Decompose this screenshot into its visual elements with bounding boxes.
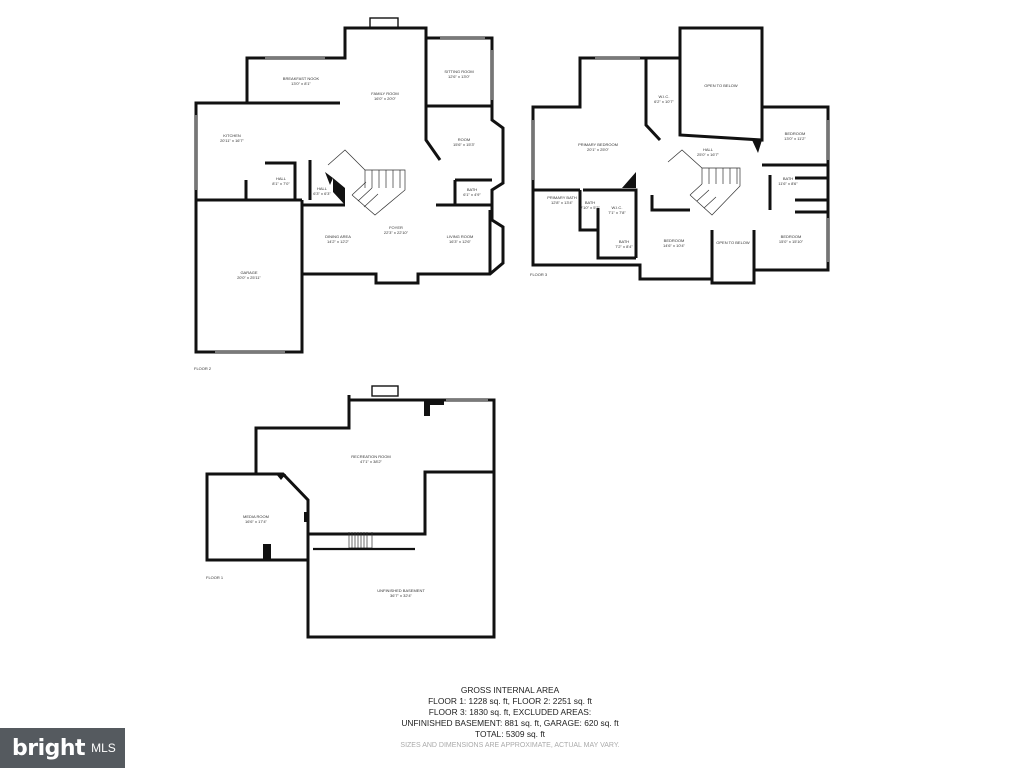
area-summary-heading: GROSS INTERNAL AREA <box>460 685 560 695</box>
room-dims-bedroom-2: 14'6" x 10'4" <box>663 243 686 248</box>
room-name-breakfast-nook: BREAKFAST NOOK <box>283 76 320 81</box>
room-name-bath-f2: BATH <box>467 187 477 192</box>
room-name-media-room: MEDIA ROOM <box>243 514 269 519</box>
room-dims-living-room: 16'3" x 12'6" <box>449 239 472 244</box>
area-summary-line-2: FLOOR 3: 1830 sq. ft, EXCLUDED AREAS: <box>428 707 592 717</box>
fireplace-icon <box>371 385 399 397</box>
room-name-hall-f3: HALL <box>703 147 714 152</box>
room-dims-garage: 20'0" x 25'11" <box>237 275 261 280</box>
room-name-open-below-2: OPEN TO BELOW <box>716 240 750 245</box>
room-dims-bath-f2: 6'1" x 4'9" <box>463 192 481 197</box>
room-dims-foyer: 22'3" x 22'10" <box>384 230 409 235</box>
area-summary: GROSS INTERNAL AREA FLOOR 1: 1228 sq. ft… <box>360 685 660 751</box>
room-name-bedroom-1: BEDROOM <box>785 131 806 136</box>
room-name-living-room: LIVING ROOM <box>447 234 474 239</box>
room-dims-kitchen: 20'11" x 16'7" <box>220 138 244 143</box>
room-name-recreation-room: RECREATION ROOM <box>351 454 390 459</box>
room-dims-bath-f3b: 2'10" x 5'2" <box>580 205 600 210</box>
room-name-wic-2: W.I.C. <box>612 205 623 210</box>
bright-mls-logo: bright MLS <box>0 728 125 768</box>
room-dims-bath-f3c: 7'2" x 8'4" <box>615 244 633 249</box>
room-dims-primary-bedroom: 20'1" x 25'0" <box>587 147 610 152</box>
room-dims-sitting-room: 12'6" x 13'0" <box>448 74 471 79</box>
staircase-icon <box>667 149 741 216</box>
room-name-bedroom-2: BEDROOM <box>664 238 685 243</box>
logo-suffix: MLS <box>91 741 116 755</box>
floor-label-2: FLOOR 2 <box>194 366 212 371</box>
area-summary-line-4: TOTAL: 5309 sq. ft <box>475 729 545 739</box>
room-name-kitchen: KITCHEN <box>223 133 241 138</box>
room-name-bath-f3c: BATH <box>619 239 629 244</box>
area-summary-note: SIZES AND DIMENSIONS ARE APPROXIMATE, AC… <box>400 742 620 749</box>
staircase-icon <box>327 149 406 216</box>
room-dims-family-room: 16'0" x 20'0" <box>374 96 397 101</box>
floor-label-3: FLOOR 3 <box>530 272 548 277</box>
room-dims-primary-bath: 12'8" x 13'4" <box>551 200 574 205</box>
room-name-room: ROOM <box>458 137 470 142</box>
room-name-bath-f3a: BATH <box>783 176 793 181</box>
floor-3-plan: OPEN TO BELOW W.I.C. 6'2" x 10'7" PRIMAR… <box>530 26 830 285</box>
room-name-bedroom-3: BEDROOM <box>781 234 802 239</box>
room-dims-bath-f3a: 11'6" x 8'6" <box>778 181 798 186</box>
room-name-hall-a: HALL <box>276 176 287 181</box>
room-name-primary-bath: PRIMARY BATH <box>547 195 577 200</box>
floor-label-1: FLOOR 1 <box>206 575 224 580</box>
room-name-unfinished-basement: UNFINISHED BASEMENT <box>377 588 425 593</box>
room-name-sitting-room: SITTING ROOM <box>444 69 473 74</box>
room-name-hall-b: HALL <box>317 186 328 191</box>
area-summary-line-1: FLOOR 1: 1228 sq. ft, FLOOR 2: 2251 sq. … <box>428 696 592 706</box>
room-dims-bedroom-1: 13'0" x 11'2" <box>784 136 806 141</box>
area-summary-line-3: UNFINISHED BASEMENT: 881 sq. ft, GARAGE:… <box>401 718 619 728</box>
floor-2-plan: BREAKFAST NOOK 13'0" x 8'1" FAMILY ROOM … <box>194 17 505 371</box>
room-dims-room: 15'6" x 15'3" <box>453 142 476 147</box>
room-name-wic-1: W.I.C. <box>659 94 670 99</box>
room-dims-hall-a: 8'1" x 7'0" <box>272 181 290 186</box>
room-dims-hall-b: 6'3" x 6'3" <box>313 191 331 196</box>
room-dims-wic-2: 7'1" x 7'8" <box>608 210 626 215</box>
room-dims-hall-f3: 25'0" x 16'7" <box>697 152 720 157</box>
room-dims-wic-1: 6'2" x 10'7" <box>654 99 674 104</box>
fireplace-icon <box>369 17 399 29</box>
logo-word: bright <box>12 735 86 761</box>
room-name-foyer: FOYER <box>389 225 403 230</box>
room-name-primary-bedroom: PRIMARY BEDROOM <box>578 142 618 147</box>
room-name-open-below-1: OPEN TO BELOW <box>704 83 738 88</box>
room-dims-media-room: 16'6" x 17'4" <box>245 519 268 524</box>
room-dims-recreation-room: 47'1" x 38'2" <box>360 459 383 464</box>
room-dims-breakfast-nook: 13'0" x 8'1" <box>291 81 311 86</box>
room-name-bath-f3b: BATH <box>585 200 595 205</box>
room-dims-unfinished-basement: 36'7" x 32'4" <box>390 593 413 598</box>
room-dims-bedroom-3: 15'0" x 15'10" <box>779 239 804 244</box>
room-name-family-room: FAMILY ROOM <box>371 91 398 96</box>
room-name-dining-area: DINING AREA <box>325 234 351 239</box>
floor-1-plan: RECREATION ROOM 47'1" x 38'2" MEDIA ROOM… <box>205 385 496 639</box>
room-name-garage: GARAGE <box>240 270 257 275</box>
room-dims-dining-area: 14'2" x 12'2" <box>327 239 350 244</box>
